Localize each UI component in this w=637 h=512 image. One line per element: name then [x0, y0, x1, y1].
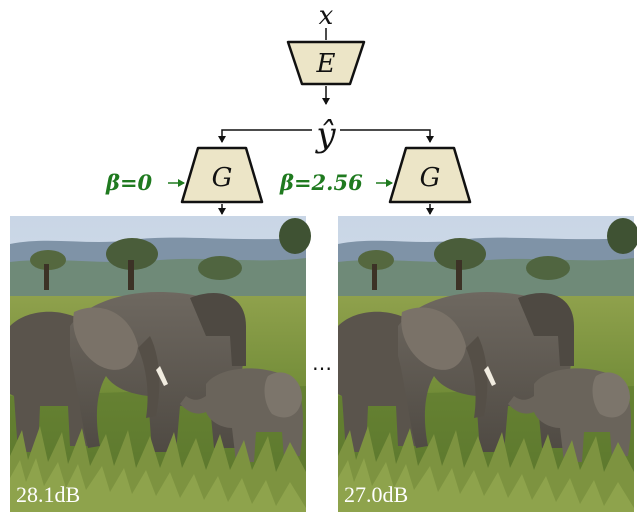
latent-label: ŷ [314, 115, 336, 155]
latent-branch-left [218, 129, 312, 143]
generator-block-left: G [180, 146, 264, 204]
input-label: x [319, 1, 334, 31]
generator-left-label: G [212, 163, 233, 193]
encoder-label: E [316, 49, 336, 79]
output-image-right: 27.0dB [338, 216, 637, 512]
psnr-right-label: 27.0dB [344, 482, 408, 507]
output-image-left: 28.1dB [10, 216, 311, 512]
generator-block-right: G [388, 146, 472, 204]
generator-right-label: G [420, 163, 441, 193]
ellipsis: … [312, 351, 332, 375]
beta-right-label: β=2.56 [279, 170, 363, 195]
beta-left-label: β=0 [105, 170, 153, 195]
psnr-left-label: 28.1dB [16, 482, 80, 507]
latent-branch-right [340, 129, 434, 143]
encoder-block: E [286, 40, 366, 86]
